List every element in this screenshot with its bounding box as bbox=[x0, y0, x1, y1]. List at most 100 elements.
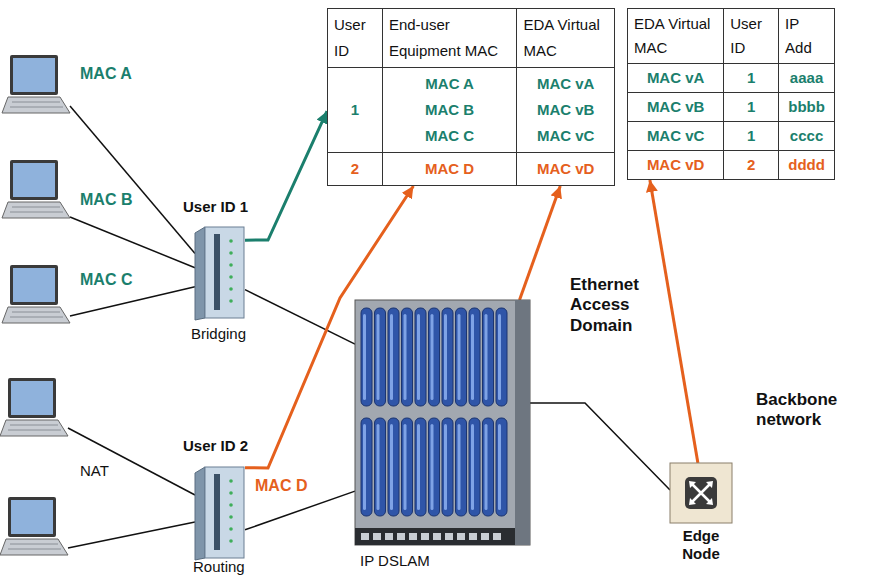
dslam-icon: IP DSLAM bbox=[355, 300, 530, 545]
cell-text: IP Add bbox=[785, 12, 828, 60]
cell-text: MAC vB bbox=[523, 97, 608, 123]
cell-text: MAC B bbox=[389, 97, 511, 123]
table-cell: MAC AMAC BMAC C bbox=[382, 68, 517, 153]
table-cell: MAC vAMAC vBMAC vC bbox=[517, 68, 615, 153]
mac-label: MAC D bbox=[255, 476, 307, 495]
table-cell: 1 bbox=[328, 68, 383, 153]
device-label: Edge Node bbox=[666, 527, 736, 563]
laptop-icon: MAC A bbox=[2, 55, 70, 115]
table-row: MAC vC 1 cccc bbox=[628, 122, 835, 151]
mac-label: MAC A bbox=[80, 64, 132, 83]
note-label: NAT bbox=[80, 462, 109, 479]
wire bbox=[245, 290, 355, 345]
table-cell: aaaa bbox=[779, 64, 835, 93]
cell-text: 2 bbox=[334, 156, 376, 182]
cell-text: MAC D bbox=[389, 156, 511, 182]
pointer-arrow bbox=[245, 111, 327, 240]
table-cell: cccc bbox=[779, 122, 835, 151]
table-row: EDA Virtual MAC User ID IP Add bbox=[628, 9, 835, 64]
table-cell: IP Add bbox=[779, 9, 835, 64]
cell-text: MAC vA bbox=[634, 67, 717, 89]
cell-text: User ID bbox=[730, 12, 772, 60]
table-cell: End-user Equipment MAC bbox=[382, 9, 517, 68]
cloud-label: Ethernet Access Domain bbox=[570, 275, 660, 336]
network-cloud: Backbone network bbox=[728, 300, 881, 470]
laptop-icon bbox=[0, 497, 68, 555]
modem-icon-outline bbox=[195, 465, 245, 555]
user-id-label: User ID 1 bbox=[183, 198, 248, 216]
wire bbox=[68, 428, 195, 495]
laptop-icon-outline bbox=[2, 55, 70, 115]
table-cell: EDA Virtual MAC bbox=[628, 9, 724, 64]
table-grid: User ID End-user Equipment MACEDA Virtual… bbox=[327, 8, 615, 186]
wire bbox=[245, 491, 355, 530]
table-cell: EDA Virtual MAC bbox=[517, 9, 615, 68]
dslam-icon-outline bbox=[355, 300, 530, 545]
cell-text: 1 bbox=[730, 67, 772, 89]
table-cell: 1 bbox=[724, 64, 779, 93]
cell-text: MAC vD bbox=[523, 156, 608, 182]
table-cell: 1 bbox=[724, 122, 779, 151]
table-cell: dddd bbox=[779, 151, 835, 180]
laptop-icon: MAC C bbox=[2, 265, 70, 325]
cell-text: MAC A bbox=[389, 71, 511, 97]
wire bbox=[530, 403, 670, 490]
table-row: MAC vB 1 bbbb bbox=[628, 93, 835, 122]
wire bbox=[70, 106, 195, 254]
table-row: 1MAC AMAC BMAC CMAC vAMAC vBMAC vC bbox=[328, 68, 615, 153]
mapping-table: User ID End-user Equipment MACEDA Virtual… bbox=[327, 8, 615, 186]
table-cell: MAC D bbox=[382, 153, 517, 186]
edge-node-icon-outline bbox=[670, 463, 732, 523]
mode-label: Bridging bbox=[191, 325, 246, 343]
table-cell: 2 bbox=[328, 153, 383, 186]
cell-text: 2 bbox=[730, 154, 772, 176]
wire bbox=[70, 217, 195, 268]
laptop-icon-outline bbox=[2, 160, 70, 220]
cloud-label: Backbone network bbox=[756, 390, 856, 431]
edge-node-icon: Edge Node bbox=[670, 463, 732, 523]
cell-text: dddd bbox=[785, 154, 828, 176]
wire bbox=[68, 522, 195, 548]
cell-text: 1 bbox=[730, 96, 772, 118]
cell-text: End-user Equipment MAC bbox=[389, 12, 511, 64]
address-table: EDA Virtual MACUser IDIP AddMAC vA1aaaaM… bbox=[627, 8, 835, 180]
table-row: User ID End-user Equipment MACEDA Virtual… bbox=[328, 9, 615, 68]
cell-text: bbbb bbox=[785, 96, 828, 118]
cell-text: MAC vD bbox=[634, 154, 717, 176]
table-cell: User ID bbox=[328, 9, 383, 68]
laptop-icon: MAC B bbox=[2, 160, 70, 220]
laptop-icon bbox=[0, 378, 68, 436]
mode-label: Routing bbox=[193, 558, 245, 576]
laptop-icon-outline bbox=[2, 265, 70, 325]
table-cell: MAC vD bbox=[628, 151, 724, 180]
table-cell: User ID bbox=[724, 9, 779, 64]
table-cell: 2 bbox=[724, 151, 779, 180]
cell-text: EDA Virtual MAC bbox=[523, 12, 608, 64]
user-id-label: User ID 2 bbox=[183, 437, 248, 455]
cell-text: 1 bbox=[730, 125, 772, 147]
wire bbox=[70, 287, 195, 316]
table-cell: MAC vD bbox=[517, 153, 615, 186]
cell-text: cccc bbox=[785, 125, 828, 147]
cell-text: MAC C bbox=[389, 123, 511, 149]
cell-text: MAC vA bbox=[523, 71, 608, 97]
table-grid: EDA Virtual MACUser IDIP AddMAC vA1aaaaM… bbox=[627, 8, 835, 180]
cell-text: EDA Virtual MAC bbox=[634, 12, 717, 60]
table-cell: MAC vA bbox=[628, 64, 724, 93]
modem-icon: User ID 2MAC DRouting bbox=[195, 465, 245, 555]
cell-text: aaaa bbox=[785, 67, 828, 89]
cell-text: MAC vB bbox=[634, 96, 717, 118]
table-cell: MAC vB bbox=[628, 93, 724, 122]
table-cell: 1 bbox=[724, 93, 779, 122]
device-label: IP DSLAM bbox=[360, 552, 430, 570]
modem-icon: User ID 1Bridging bbox=[195, 225, 245, 320]
cell-text: User ID bbox=[334, 12, 376, 64]
mac-label: MAC B bbox=[80, 190, 132, 209]
cell-text: 1 bbox=[334, 97, 376, 123]
table-cell: MAC vC bbox=[628, 122, 724, 151]
mac-label: MAC C bbox=[80, 270, 132, 289]
cell-text: MAC vC bbox=[523, 123, 608, 149]
table-cell: bbbb bbox=[779, 93, 835, 122]
table-row: MAC vA 1 aaaa bbox=[628, 64, 835, 93]
